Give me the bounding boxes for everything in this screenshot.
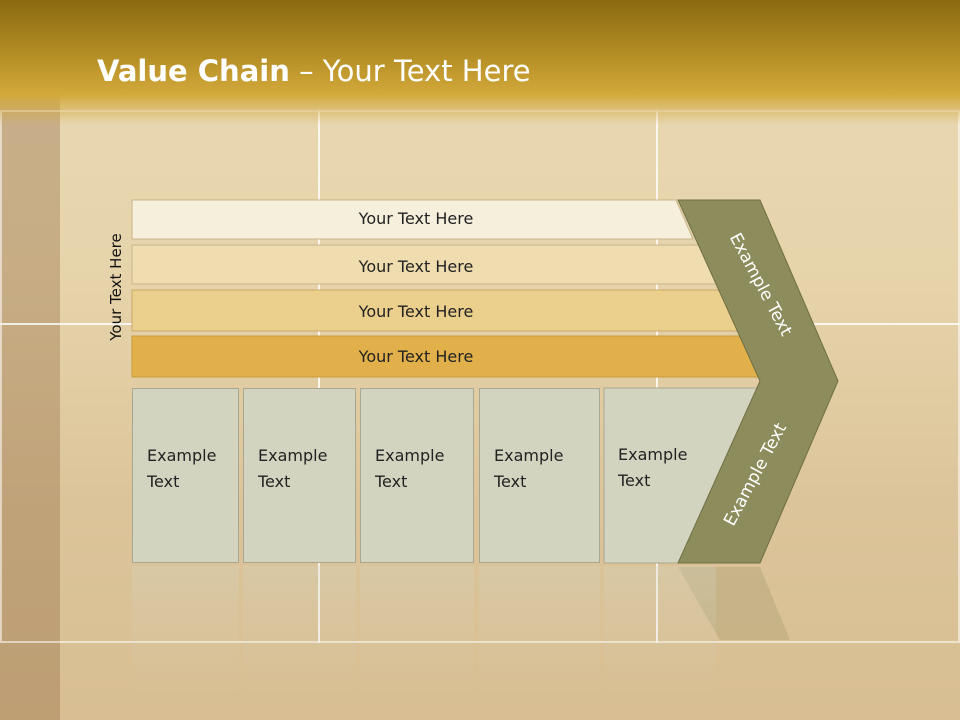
page-title: Value Chain – Your Text Here: [97, 54, 531, 88]
chevron-arrow: [677, 199, 839, 564]
bar-1-label: Your Text Here: [358, 209, 474, 228]
step-box-1: Example Text: [132, 388, 239, 563]
box-reflection: [243, 566, 356, 696]
box-reflection: [604, 566, 716, 696]
title-banner: [0, 0, 960, 125]
step-box-2-label: Example Text: [258, 446, 328, 491]
step-box-5: Example Text: [604, 388, 714, 563]
bar-2-label: Your Text Here: [358, 257, 474, 276]
title-bold: Value Chain: [97, 54, 290, 88]
step-box-2: Example Text: [243, 388, 356, 563]
step-box-5-label: Example Text: [618, 445, 688, 490]
box-reflection: [360, 566, 474, 696]
step-box-4-label: Example Text: [494, 446, 564, 491]
step-box-3: Example Text: [360, 388, 474, 563]
box-reflection: [132, 566, 239, 696]
bar-3-label: Your Text Here: [358, 302, 474, 321]
title-rest: – Your Text Here: [289, 54, 531, 88]
bar-4-label: Your Text Here: [358, 347, 474, 366]
bar-1-shape: [131, 199, 694, 240]
step-box-3-label: Example Text: [375, 446, 445, 491]
box-reflection: [479, 566, 600, 696]
chevron-reflection: [678, 567, 790, 640]
step-box-1-label: Example Text: [147, 446, 217, 491]
step-box-4: Example Text: [479, 388, 600, 563]
